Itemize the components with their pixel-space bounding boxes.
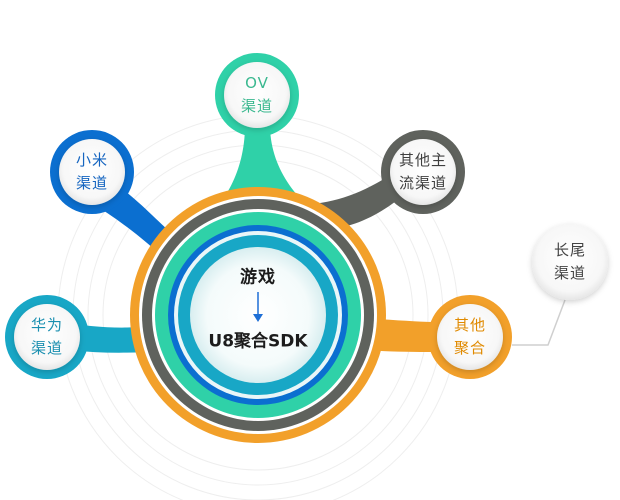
node-label-ov: OV 渠道 (240, 74, 273, 115)
bubble-other-main (381, 130, 465, 214)
bubble-long-tail (532, 224, 608, 300)
connector-long-tail (512, 299, 566, 346)
down-arrow-icon (253, 292, 263, 322)
bubble-xiaomi (50, 130, 134, 214)
bubble-ov (215, 53, 299, 137)
bubble-other-agg (428, 295, 512, 379)
node-label-huawei: 华为 渠道 (30, 316, 63, 357)
node-label-long-tail: 长尾 渠道 (553, 241, 586, 282)
node-label-other-agg: 其他 聚合 (453, 316, 486, 357)
center-title: 游戏 (240, 267, 276, 288)
node-label-other-main: 其他主 流渠道 (398, 151, 447, 192)
node-label-xiaomi: 小米 渠道 (75, 151, 108, 192)
center-subtitle: U8聚合SDK (208, 331, 308, 352)
bubble-huawei (5, 295, 89, 379)
